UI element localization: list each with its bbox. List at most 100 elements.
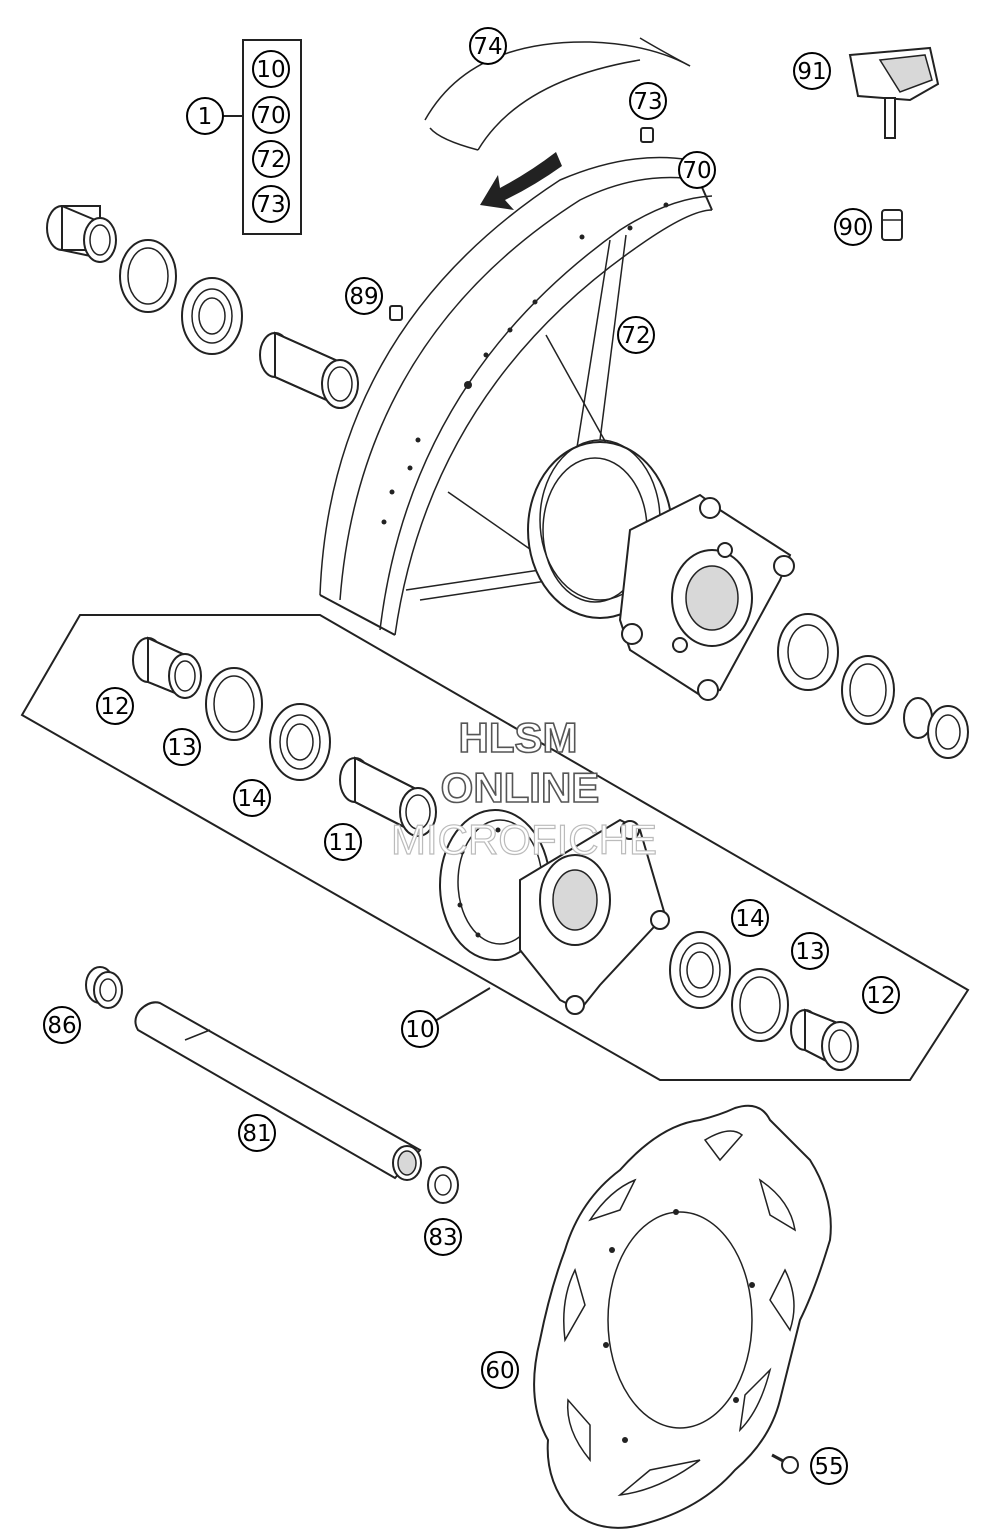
callout-73: 73 bbox=[629, 82, 667, 120]
callout-circle bbox=[791, 932, 829, 970]
callout-circle bbox=[238, 1114, 276, 1152]
callout-74: 74 bbox=[469, 27, 507, 65]
rim-lock-nut-part bbox=[881, 209, 903, 241]
disc-screw-part bbox=[771, 1453, 799, 1474]
callout-label: 12 bbox=[100, 694, 129, 720]
callout-14: 14 bbox=[233, 779, 271, 817]
callout-1: 1 bbox=[186, 97, 224, 135]
callout-73: 73 bbox=[252, 185, 290, 223]
callout-label: 1 bbox=[198, 104, 213, 130]
callout-72: 72 bbox=[617, 316, 655, 354]
callout-circle bbox=[43, 1006, 81, 1044]
callout-circle bbox=[469, 27, 507, 65]
top-spacer-part bbox=[46, 205, 117, 263]
callout-12: 12 bbox=[96, 687, 134, 725]
callout-circle bbox=[862, 976, 900, 1014]
kit-seal-left-part bbox=[205, 667, 263, 741]
callout-12: 12 bbox=[862, 976, 900, 1014]
callouts: 1 10 70 72 73 74 73 70 72 89 91 90 12 13 14 11 14 13 12 10 8… bbox=[43, 27, 900, 1485]
axle-nut-part bbox=[427, 1166, 459, 1204]
callout-91: 91 bbox=[793, 52, 831, 90]
callout-label: 72 bbox=[256, 147, 285, 173]
watermark-line2: ONLINE bbox=[441, 764, 600, 811]
callout-label: 12 bbox=[866, 983, 895, 1009]
callout-13: 13 bbox=[163, 728, 201, 766]
callout-label: 11 bbox=[328, 830, 357, 856]
callout-label: 10 bbox=[256, 57, 285, 83]
right-seal-part bbox=[841, 655, 895, 725]
rotation-arrow bbox=[480, 152, 562, 210]
valve-nut-part bbox=[389, 305, 403, 321]
callout-81: 81 bbox=[238, 1114, 276, 1152]
callout-86: 86 bbox=[43, 1006, 81, 1044]
callout-circle bbox=[678, 151, 716, 189]
callout-label: 14 bbox=[237, 786, 266, 812]
callout-72: 72 bbox=[252, 140, 290, 178]
callout-circle bbox=[186, 97, 224, 135]
right-spacer-part bbox=[903, 697, 969, 759]
top-seal-part bbox=[119, 239, 177, 313]
watermark-line1: HLSM bbox=[459, 714, 578, 761]
rim-part bbox=[319, 156, 713, 636]
callout-circle bbox=[810, 1447, 848, 1485]
axle-spacer-part bbox=[85, 966, 123, 1009]
callout-label: 10 bbox=[405, 1017, 434, 1043]
callout-circle bbox=[163, 728, 201, 766]
callout-circle bbox=[96, 687, 134, 725]
callout-70: 70 bbox=[252, 96, 290, 134]
callout-circle bbox=[617, 316, 655, 354]
callout-label: 86 bbox=[47, 1013, 76, 1039]
top-bearing-part bbox=[181, 277, 243, 355]
axle-part bbox=[134, 1001, 422, 1181]
callout-label: 60 bbox=[485, 1358, 514, 1384]
kit-bearing-left-part bbox=[269, 703, 331, 781]
callout-label: 70 bbox=[256, 103, 285, 129]
callout-89: 89 bbox=[345, 277, 383, 315]
callout-90: 90 bbox=[834, 208, 872, 246]
callout-label: 73 bbox=[256, 192, 285, 218]
kit-bracket bbox=[222, 39, 302, 235]
callout-circle bbox=[252, 140, 290, 178]
callout-label: 89 bbox=[349, 284, 378, 310]
callout-circle bbox=[252, 185, 290, 223]
callout-label: 14 bbox=[735, 906, 764, 932]
nipple-part bbox=[640, 127, 654, 143]
callout-circle bbox=[481, 1351, 519, 1389]
callout-circle bbox=[252, 96, 290, 134]
callout-circle bbox=[401, 1010, 439, 1048]
kit-hub-part bbox=[439, 809, 670, 1015]
callout-circle bbox=[834, 208, 872, 246]
callout-circle bbox=[424, 1218, 462, 1256]
callout-60: 60 bbox=[481, 1351, 519, 1389]
right-bearing-part bbox=[777, 613, 839, 691]
top-sleeve-part bbox=[259, 331, 359, 409]
callout-label: 55 bbox=[814, 1454, 843, 1480]
callout-circle bbox=[793, 52, 831, 90]
callout-label: 13 bbox=[167, 735, 196, 761]
callout-label: 13 bbox=[795, 939, 824, 965]
callout-circle bbox=[324, 823, 362, 861]
callout-11: 11 bbox=[324, 823, 362, 861]
tire-part bbox=[424, 37, 691, 151]
callout-label: 91 bbox=[797, 59, 826, 85]
callout-label: 83 bbox=[428, 1225, 457, 1251]
callout-10: 10 bbox=[252, 50, 290, 88]
callout-label: 74 bbox=[473, 34, 502, 60]
callout-circle bbox=[252, 50, 290, 88]
callout-label: 81 bbox=[242, 1121, 271, 1147]
watermark-line3: MICROFICHE bbox=[391, 816, 657, 863]
callout-83: 83 bbox=[424, 1218, 462, 1256]
callout-circle bbox=[731, 899, 769, 937]
kit-seal-right-part bbox=[731, 968, 789, 1042]
callout-13: 13 bbox=[791, 932, 829, 970]
rim-lock-part bbox=[848, 46, 940, 139]
callout-55: 55 bbox=[810, 1447, 848, 1485]
callout-10: 10 bbox=[401, 1010, 439, 1048]
callout-label: 73 bbox=[633, 89, 662, 115]
kit-spacer-left-part bbox=[132, 636, 202, 699]
brake-disc-part bbox=[533, 1104, 832, 1529]
callout-circle bbox=[629, 82, 667, 120]
callout-label: 70 bbox=[682, 158, 711, 184]
callout-70: 70 bbox=[678, 151, 716, 189]
